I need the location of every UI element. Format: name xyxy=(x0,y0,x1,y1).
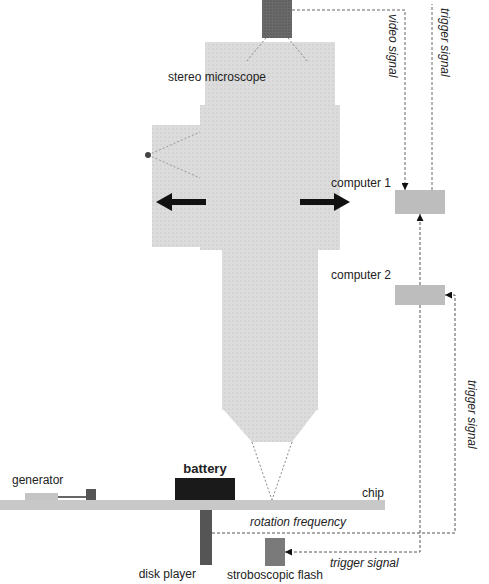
disk-player-spindle: disk player xyxy=(200,510,212,565)
signal-name: trigger signal xyxy=(330,556,399,570)
generator-wire xyxy=(58,496,86,498)
flash-lamp: stroboscopic flash xyxy=(265,538,285,566)
video-signal-line xyxy=(292,10,405,190)
light-source xyxy=(145,132,200,178)
signal-name: rotation frequency xyxy=(250,515,346,529)
node-label: computer 1 xyxy=(331,176,391,190)
camera-light-path xyxy=(246,38,308,62)
generator-terminal xyxy=(86,489,96,500)
camera xyxy=(262,0,292,38)
microscope-body xyxy=(152,42,340,442)
node-label: disk player xyxy=(139,567,196,581)
node-label: stroboscopic flash xyxy=(227,568,323,582)
signal-connector xyxy=(420,214,421,285)
generator-box: generator xyxy=(25,493,58,500)
signal-name: trigger signal xyxy=(465,380,479,449)
signal-connector xyxy=(212,295,455,533)
signal-name: trigger signal xyxy=(438,8,452,77)
node-label: chip xyxy=(362,486,384,500)
computer-box: computer 1 xyxy=(395,190,445,214)
node-label: computer 2 xyxy=(331,268,391,282)
signal-connector xyxy=(285,305,420,552)
battery-block: battery xyxy=(175,478,235,500)
objective-light-path xyxy=(252,442,292,500)
node-label: stereo microscope xyxy=(168,70,266,84)
node-label: generator xyxy=(12,473,63,487)
movement-arrows xyxy=(156,193,350,211)
stereo-microscope: stereo microscope xyxy=(150,42,340,250)
computer-box: computer 2 xyxy=(395,285,445,305)
chip-bar: chip xyxy=(0,500,385,510)
trigger-signal-line xyxy=(432,4,433,190)
node-label: battery xyxy=(183,462,226,476)
signal-name: video signal xyxy=(386,14,400,77)
